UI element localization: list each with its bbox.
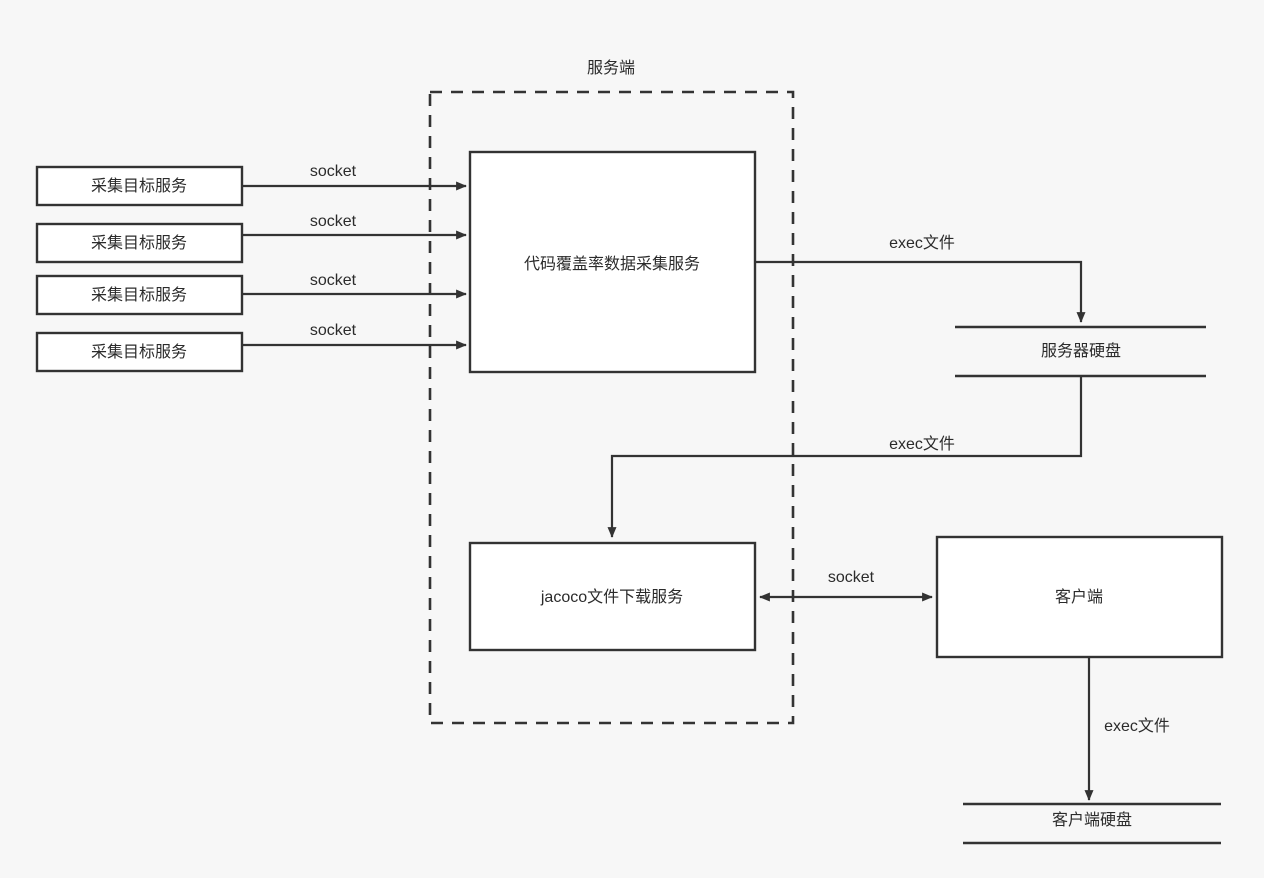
exec-file-label-to-download-service: exec文件	[889, 435, 955, 453]
source-service-label-2: 采集目标服务	[91, 234, 187, 252]
exec-file-label-to-server-disk: exec文件	[889, 234, 955, 252]
source-service-label-1: 采集目标服务	[91, 177, 187, 195]
source-service-label-3: 采集目标服务	[91, 286, 187, 304]
server-boundary	[428, 90, 795, 725]
source-service-label-4: 采集目标服务	[91, 343, 187, 361]
server-boundary-title: 服务端	[587, 59, 635, 77]
socket-label-client: socket	[828, 569, 875, 586]
client-box[interactable]	[935, 535, 1224, 659]
collector-service-label: 代码覆盖率数据采集服务	[524, 255, 700, 273]
source-service-box-1[interactable]	[35, 165, 244, 207]
download-service-box[interactable]	[468, 541, 757, 652]
socket-label-3: socket	[310, 272, 357, 289]
source-service-box-2[interactable]	[35, 222, 244, 264]
server-disk-label: 服务器硬盘	[1041, 341, 1121, 360]
exec-file-arrow-to-server-disk	[755, 260, 1086, 323]
exec-file-label-to-client-disk: exec文件	[1104, 717, 1170, 735]
collector-service-box[interactable]	[468, 150, 757, 374]
socket-label-1: socket	[310, 163, 357, 180]
client-label: 客户端	[1055, 588, 1103, 606]
socket-label-2: socket	[310, 213, 357, 230]
socket-label-4: socket	[310, 322, 357, 339]
exec-file-arrow-to-download-service	[607, 376, 1083, 538]
download-service-label: jacoco文件下载服务	[540, 588, 683, 606]
client-disk-label: 客户端硬盘	[1052, 810, 1132, 829]
source-service-box-4[interactable]	[35, 331, 244, 373]
